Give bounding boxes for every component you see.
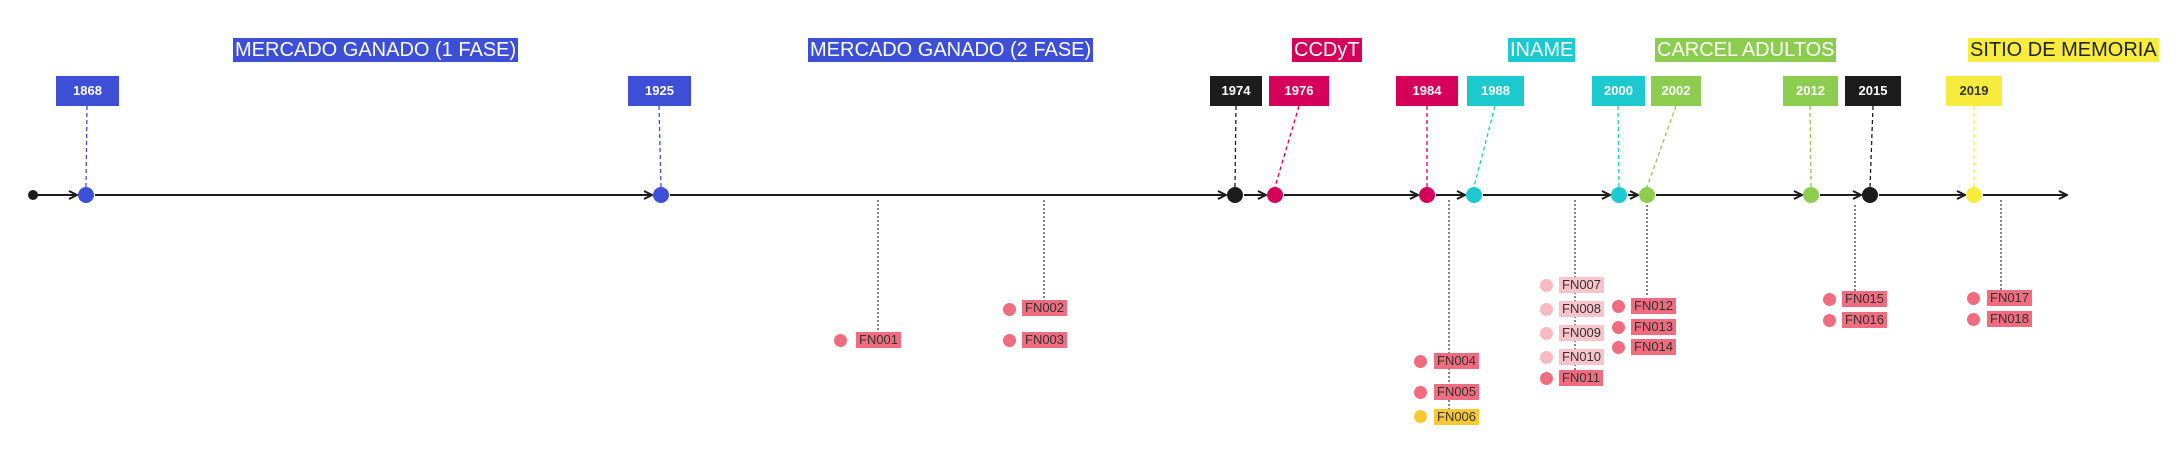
event-dot-fn002 <box>1003 303 1016 316</box>
event-dot-fn015 <box>1823 293 1836 306</box>
year-box-1976: 1976 <box>1269 76 1329 106</box>
event-dot-fn007 <box>1540 279 1553 292</box>
year-connector-line <box>1274 105 1300 188</box>
event-dot-fn009 <box>1540 327 1553 340</box>
year-box-1984: 1984 <box>1396 76 1458 106</box>
year-box-2012: 2012 <box>1783 76 1838 106</box>
timeline-year-marker <box>1419 187 1435 203</box>
event-dot-fn012 <box>1612 300 1625 313</box>
event-dot-fn011 <box>1540 372 1553 385</box>
event-dot-fn017 <box>1967 292 1980 305</box>
event-label-fn003: FN003 <box>1022 332 1068 348</box>
year-box-1974: 1974 <box>1210 76 1262 106</box>
event-dot-fn008 <box>1540 303 1553 316</box>
year-connector-line <box>1869 105 1874 188</box>
year-box-1925: 1925 <box>628 76 691 106</box>
event-dot-fn001 <box>834 334 847 347</box>
event-label-fn013: FN013 <box>1631 319 1677 335</box>
timeline-year-marker <box>1267 187 1283 203</box>
year-connector-line <box>1617 105 1620 188</box>
event-dot-fn013 <box>1612 321 1625 334</box>
timeline-year-marker <box>1227 187 1243 203</box>
event-dot-fn018 <box>1967 313 1980 326</box>
year-box-2015: 2015 <box>1845 76 1901 106</box>
year-box-2000: 2000 <box>1592 76 1645 106</box>
period-label-carcel-adultos: CARCEL ADULTOS <box>1655 38 1837 62</box>
timeline-year-marker <box>1466 187 1482 203</box>
event-label-fn002: FN002 <box>1022 300 1068 316</box>
timeline-year-marker <box>1803 187 1819 203</box>
period-label-mercado-ganado-2: MERCADO GANADO (2 FASE) <box>808 38 1094 62</box>
event-dot-fn006 <box>1414 410 1427 423</box>
event-label-fn011: FN011 <box>1559 370 1604 386</box>
year-box-1988: 1988 <box>1467 76 1524 106</box>
event-dot-fn004 <box>1414 355 1427 368</box>
timeline-year-marker <box>78 187 94 203</box>
event-label-fn008: FN008 <box>1559 301 1605 317</box>
timeline-year-marker <box>1611 187 1627 203</box>
event-label-fn004: FN004 <box>1434 353 1480 369</box>
year-connector-line <box>85 105 88 188</box>
event-dot-fn010 <box>1540 351 1553 364</box>
event-label-fn010: FN010 <box>1559 349 1605 365</box>
year-box-2002: 2002 <box>1651 76 1701 106</box>
event-dot-fn016 <box>1823 314 1836 327</box>
event-label-fn015: FN015 <box>1842 291 1888 307</box>
timeline-year-marker <box>1639 187 1655 203</box>
event-label-fn006: FN006 <box>1434 409 1480 425</box>
event-dot-fn005 <box>1414 386 1427 399</box>
period-label-ccdyt: CCDyT <box>1292 38 1362 62</box>
event-dot-fn014 <box>1612 341 1625 354</box>
event-label-fn017: FN017 <box>1987 290 2033 306</box>
year-box-2019: 2019 <box>1946 76 2002 106</box>
event-dot-fn003 <box>1003 334 1016 347</box>
event-label-fn016: FN016 <box>1842 312 1888 328</box>
event-label-fn018: FN018 <box>1987 311 2033 327</box>
year-connector-line <box>1809 105 1812 188</box>
year-connector-line <box>658 105 662 188</box>
event-label-fn001: FN001 <box>856 332 902 348</box>
timeline-year-marker <box>1862 187 1878 203</box>
event-label-fn007: FN007 <box>1559 277 1605 293</box>
year-box-1868: 1868 <box>56 76 119 106</box>
event-label-fn009: FN009 <box>1559 325 1605 341</box>
year-connector-line <box>1646 105 1677 188</box>
period-label-sitio-de-memoria: SITIO DE MEMORIA <box>1968 38 2159 62</box>
timeline-year-marker <box>653 187 669 203</box>
event-label-fn014: FN014 <box>1631 339 1677 355</box>
event-label-fn005: FN005 <box>1434 384 1480 400</box>
year-connector-line <box>1473 105 1496 188</box>
year-connector-line <box>1234 105 1237 188</box>
timeline-year-marker <box>1966 187 1982 203</box>
period-label-mercado-ganado-1: MERCADO GANADO (1 FASE) <box>233 38 519 62</box>
period-label-iname: INAME <box>1508 38 1576 62</box>
event-label-fn012: FN012 <box>1631 298 1677 314</box>
